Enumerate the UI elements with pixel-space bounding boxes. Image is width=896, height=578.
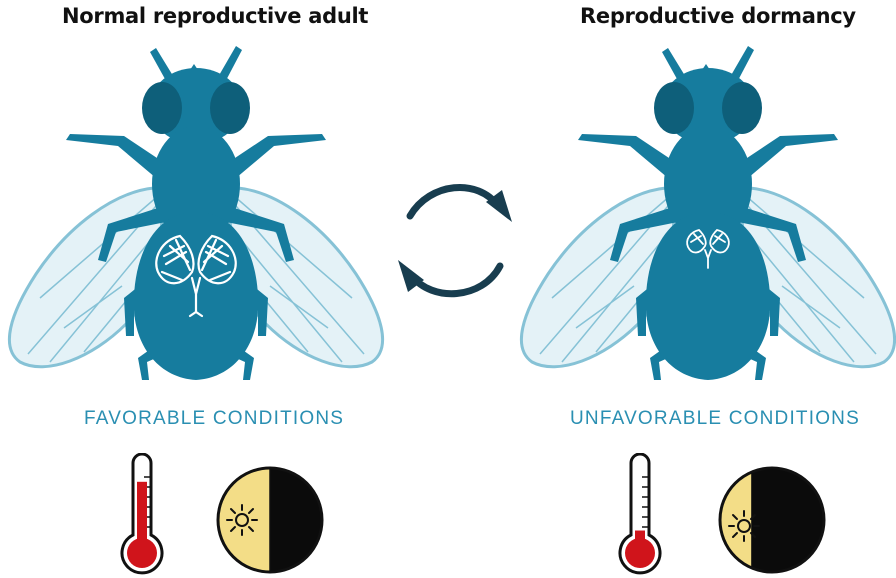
title-normal: Normal reproductive adult	[62, 4, 368, 28]
daylight-portion	[218, 468, 270, 572]
thermometer-icon	[615, 453, 665, 578]
thermometer-bulb	[625, 538, 655, 568]
eye-left	[654, 82, 694, 134]
title-dormancy: Reproductive dormancy	[580, 4, 856, 28]
condition-label-unfavorable: UNFAVORABLE CONDITIONS	[570, 408, 860, 430]
sun-moon-icon	[214, 464, 326, 576]
condition-label-favorable: FAVORABLE CONDITIONS	[84, 408, 344, 430]
eye-left	[142, 82, 182, 134]
cycle-arrows-icon	[390, 172, 520, 308]
thermometer-bulb	[127, 538, 157, 568]
sun-moon-icon	[716, 464, 828, 576]
eye-right	[722, 82, 762, 134]
thermometer-icon	[117, 453, 167, 578]
fly-illustration-normal	[6, 36, 386, 386]
eye-right	[210, 82, 250, 134]
fly-illustration-dormancy	[518, 36, 896, 386]
